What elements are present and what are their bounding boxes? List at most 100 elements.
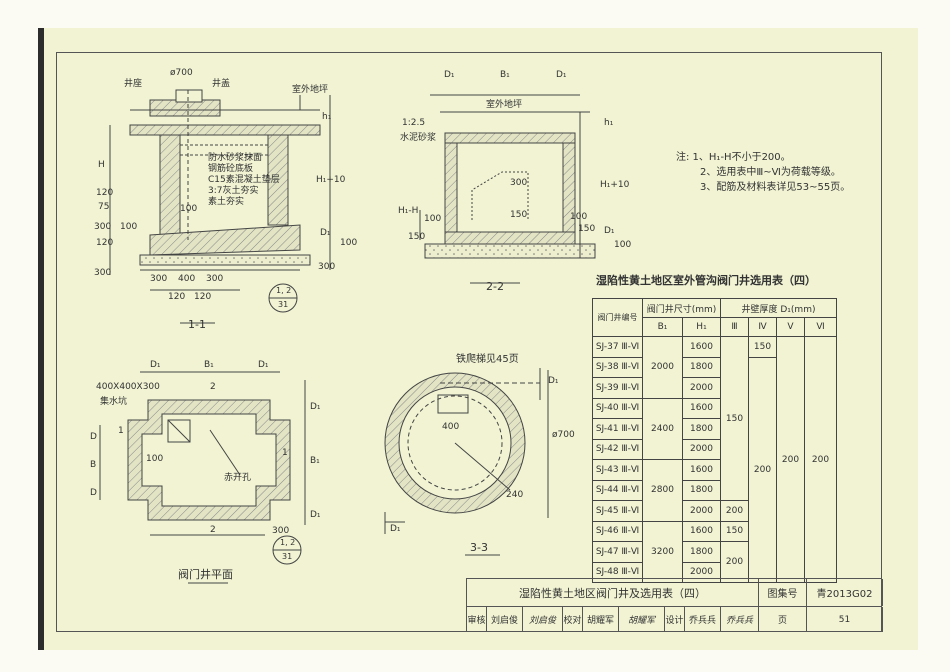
plan-right-B1: B₁ xyxy=(310,456,320,466)
th-iii: Ⅲ xyxy=(720,317,749,337)
cell-h1: 1600 xyxy=(682,520,721,542)
s22-dim-D1-left: D₁ xyxy=(444,70,455,80)
cell-id: SJ-43 Ⅲ-Ⅵ xyxy=(592,459,643,481)
plan-sump-label: 集水坑 xyxy=(100,397,128,407)
label-well-cover: 井盖 xyxy=(212,79,231,89)
notes-block: 注: 1、H₁-H不小于200。 2、选用表中Ⅲ~Ⅵ为荷载等级。 3、配筋及材料… xyxy=(676,150,850,195)
s22-ground: 室外地坪 xyxy=(486,100,523,110)
bottom-dim-120-a: 120 xyxy=(168,292,186,302)
cell-h1: 2000 xyxy=(682,438,721,460)
th-h1: H₁ xyxy=(682,317,721,337)
cell-b1: 2000 xyxy=(642,336,683,399)
table-row: SJ-44 Ⅲ-Ⅵ 1800 xyxy=(592,479,837,501)
section-3-3-title: 3-3 xyxy=(470,541,488,554)
right-dim-h1: h₁ xyxy=(322,112,332,122)
cell-id: SJ-38 Ⅲ-Ⅵ xyxy=(592,356,643,378)
s22-right-D1: D₁ xyxy=(604,226,615,236)
plan-inner-100: 100 xyxy=(146,454,164,464)
th-thick-group: 井壁厚度 D₁(mm) xyxy=(720,298,837,318)
cell-iii: 150 xyxy=(720,336,749,501)
cell-iii: 200 xyxy=(720,500,749,522)
cell-v: 200 xyxy=(776,336,805,583)
design-signature: 乔兵兵 xyxy=(721,607,759,632)
s22-dim-B1: B₁ xyxy=(500,70,510,80)
s22-right-h1: h₁ xyxy=(604,118,614,128)
inner-dim-100: 100 xyxy=(180,204,198,214)
page-label: 页 xyxy=(759,607,807,632)
cell-id: SJ-42 Ⅲ-Ⅵ xyxy=(592,438,643,460)
drawing-frame xyxy=(56,52,882,632)
th-id: 阀门井编号 xyxy=(592,298,643,337)
layer-3: C15素混凝土垫层 xyxy=(208,175,280,185)
layer-2: 钢筋砼底板 xyxy=(208,164,254,174)
cell-b1: 3200 xyxy=(642,520,683,583)
cell-b1: 2800 xyxy=(642,459,683,522)
atlas-label: 图集号 xyxy=(759,579,807,606)
table-row: SJ-47 Ⅲ-Ⅵ 1800 200 xyxy=(592,541,837,583)
cell-h1: 1600 xyxy=(682,397,721,419)
bottom-dim-120-b: 120 xyxy=(194,292,212,302)
ref-plan-top: 1, 2 xyxy=(280,538,296,547)
th-size-group: 阀门井尺寸(mm) xyxy=(642,298,721,318)
cell-id: SJ-40 Ⅲ-Ⅵ xyxy=(592,397,643,419)
plan-right-D1-a: D₁ xyxy=(310,402,321,412)
s33-dim-D1-bottom: D₁ xyxy=(390,524,401,534)
dim-300-a: 300 xyxy=(94,222,112,232)
cell-h1: 1800 xyxy=(682,479,721,501)
table-row: SJ-37 Ⅲ-Ⅵ 2000 1600 150 150 200 200 xyxy=(592,336,837,583)
plan-section-mark-bottom: 2 xyxy=(210,525,216,535)
s33-dim-D1-top: D₁ xyxy=(548,376,559,386)
section-1-1-title: 1-1 xyxy=(188,318,206,331)
note-1: 注: 1、H₁-H不小于200。 xyxy=(676,152,791,163)
cell-id: SJ-39 Ⅲ-Ⅵ xyxy=(592,377,643,399)
cell-h1: 1600 xyxy=(682,459,721,481)
cell-id: SJ-46 Ⅲ-Ⅵ xyxy=(592,520,643,542)
s22-right-H1-10: H₁+10 xyxy=(600,180,630,190)
cell-iii: 150 xyxy=(720,520,749,542)
table-row: SJ-48 Ⅲ-Ⅵ 2000 xyxy=(592,561,837,583)
section-2-2-title: 2-2 xyxy=(486,280,504,293)
plan-hole-label: 赤开孔 xyxy=(224,473,252,483)
cell-id: SJ-48 Ⅲ-Ⅵ xyxy=(592,561,643,583)
plan-section-mark-top: 2 xyxy=(210,382,216,392)
cell-h1: 1800 xyxy=(682,418,721,440)
bottom-dim-300-a: 300 xyxy=(150,274,168,284)
s22-right-100: 100 xyxy=(614,240,632,250)
cell-b1: 2400 xyxy=(642,397,683,460)
s33-dim-240: 240 xyxy=(506,490,524,500)
dim-120-a: 120 xyxy=(96,188,114,198)
s22-dim-100-b: 100 xyxy=(570,212,588,222)
check-signature: 胡耀军 xyxy=(619,607,665,632)
s22-dim-150-c: 150 xyxy=(408,232,426,242)
label-outdoor-ground: 室外地坪 xyxy=(292,85,329,95)
bottom-dim-300-b: 300 xyxy=(206,274,224,284)
review-name: 刘启俊 xyxy=(487,607,523,632)
label-diameter-700: ø700 xyxy=(170,68,193,78)
th-vi: Ⅵ xyxy=(804,317,837,337)
section-2-2-drawing xyxy=(419,94,596,284)
table-row: SJ-45 Ⅲ-Ⅵ 2000 200 xyxy=(592,500,837,522)
cell-iv: 150 xyxy=(748,336,777,358)
layer-1: 防水砂浆抹面 xyxy=(208,153,263,163)
review-label: 审核 xyxy=(467,607,487,632)
s22-dim-150-a: 150 xyxy=(510,210,528,220)
right-dim-D1: D₁ xyxy=(320,228,331,238)
title-block-title: 湿陷性黄土地区阀门井及选用表（四） xyxy=(467,579,759,606)
cell-id: SJ-37 Ⅲ-Ⅵ xyxy=(592,336,643,358)
plan-sump-size: 400X400X300 xyxy=(96,382,160,392)
plan-left-D-b: D xyxy=(90,488,97,498)
note-3: 3、配筋及材料表详见53~55页。 xyxy=(700,182,851,193)
table-row: SJ-39 Ⅲ-Ⅵ 2000 xyxy=(592,377,837,399)
s22-dim-100-a: 100 xyxy=(424,214,442,224)
s22-dim-300: 300 xyxy=(510,178,528,188)
title-block: 湿陷性黄土地区阀门井及选用表（四） 图集号 青2013G02 审核 刘启俊 刘启… xyxy=(466,578,883,632)
s33-dim-400: 400 xyxy=(442,422,460,432)
design-label: 设计 xyxy=(665,607,685,632)
s33-dim-700: ø700 xyxy=(552,430,575,440)
table-row: SJ-38 Ⅲ-Ⅵ 1800 200 xyxy=(592,356,837,583)
th-v: Ⅴ xyxy=(776,317,805,337)
section-1-1-drawing xyxy=(109,89,331,324)
plan-inner-300: 300 xyxy=(272,526,290,536)
bottom-dim-400: 400 xyxy=(178,274,196,284)
plan-dim-D1-right: D₁ xyxy=(258,360,269,370)
